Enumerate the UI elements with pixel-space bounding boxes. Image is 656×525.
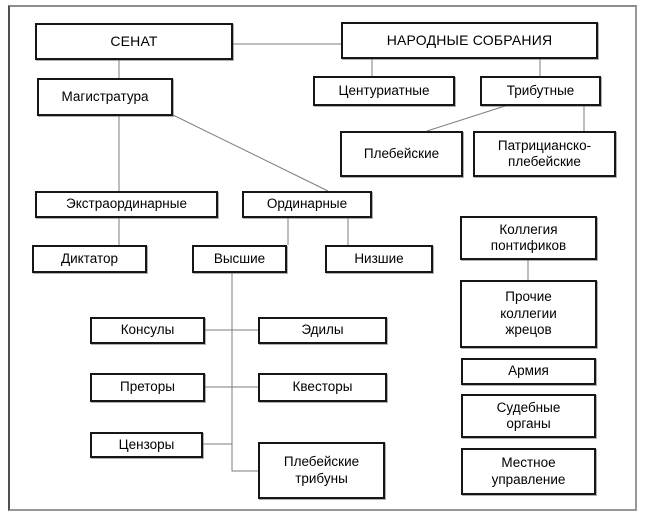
node-label-senat: СЕНАТ — [110, 32, 158, 49]
node-tributnye: Трибутные — [480, 76, 601, 106]
node-label-pretory: Преторы — [119, 379, 176, 395]
node-sudebnye-organy: Судебные органы — [461, 394, 596, 438]
node-label-tributnye: Трибутные — [506, 82, 575, 98]
node-diktator: Диктатор — [32, 245, 147, 273]
node-edily: Эдилы — [258, 317, 387, 344]
node-label-sudebnye-organy: Судебные органы — [496, 399, 561, 431]
node-label-plebejskie-tribuny: Плебейские трибуны — [283, 454, 360, 486]
node-plebejskie-tribuny: Плебейские трибуны — [258, 442, 385, 499]
node-label-centuriatnye: Центуриатные — [338, 82, 430, 98]
edge-tributnye--plebejskie — [426, 105, 506, 132]
node-ekstraordinarnye: Экстраординарные — [35, 191, 218, 218]
node-label-kvestory: Квесторы — [292, 379, 353, 395]
node-plebejskie: Плебейские — [340, 131, 463, 177]
node-kvestory: Квесторы — [258, 373, 387, 402]
node-label-ordinarnye: Ординарные — [266, 196, 348, 212]
node-label-armiya: Армия — [508, 363, 549, 379]
node-label-diktator: Диктатор — [60, 250, 119, 266]
node-konsuly: Консулы — [90, 317, 205, 344]
node-magistratura: Магистратура — [37, 78, 173, 116]
node-kollegiya-pontifikov: Коллегия понтификов — [460, 216, 597, 260]
node-pretory: Преторы — [90, 373, 205, 402]
node-label-konsuly: Консулы — [120, 322, 175, 338]
node-nizshie: Низшие — [325, 245, 433, 273]
node-cenzory: Цензоры — [90, 432, 203, 458]
node-label-edily: Эдилы — [301, 322, 344, 338]
node-label-ekstraordinarnye: Экстраординарные — [66, 196, 187, 212]
node-label-patriciansko-plebejskie: Патрицианско- плебейские — [497, 137, 592, 169]
node-label-plebejskie: Плебейские — [363, 145, 440, 161]
node-patriciansko-plebejskie: Патрицианско- плебейские — [473, 131, 616, 177]
node-ordinarnye: Ординарные — [242, 191, 372, 218]
edge-magistratura--ordinarnye — [172, 114, 329, 192]
node-armiya: Армия — [461, 358, 596, 385]
node-centuriatnye: Центуриатные — [313, 76, 455, 106]
node-prochie-kollegii-zhrecov: Прочие коллегии жрецов — [460, 280, 597, 348]
node-mestnoe-upravlenie: Местное управление — [461, 448, 596, 495]
node-senat: СЕНАТ — [35, 23, 233, 60]
node-label-magistratura: Магистратура — [61, 88, 149, 104]
node-label-cenzory: Цензоры — [118, 436, 175, 452]
node-vysshie: Высшие — [192, 245, 287, 273]
node-label-kollegiya-pontifikov: Коллегия понтификов — [490, 221, 567, 253]
node-label-vysshie: Высшие — [213, 250, 266, 266]
node-label-prochie-kollegii-zhrecov: Прочие коллегии жрецов — [500, 289, 557, 338]
node-label-nizshie: Низшие — [354, 250, 404, 266]
node-label-narodnye-sobraniya: НАРОДНЫЕ СОБРАНИЯ — [386, 31, 553, 48]
edge-vysshie--plebejskie-tribuny — [231, 273, 258, 472]
node-narodnye-sobraniya: НАРОДНЫЕ СОБРАНИЯ — [341, 22, 598, 59]
node-label-mestnoe-upravlenie: Местное управление — [491, 455, 566, 487]
